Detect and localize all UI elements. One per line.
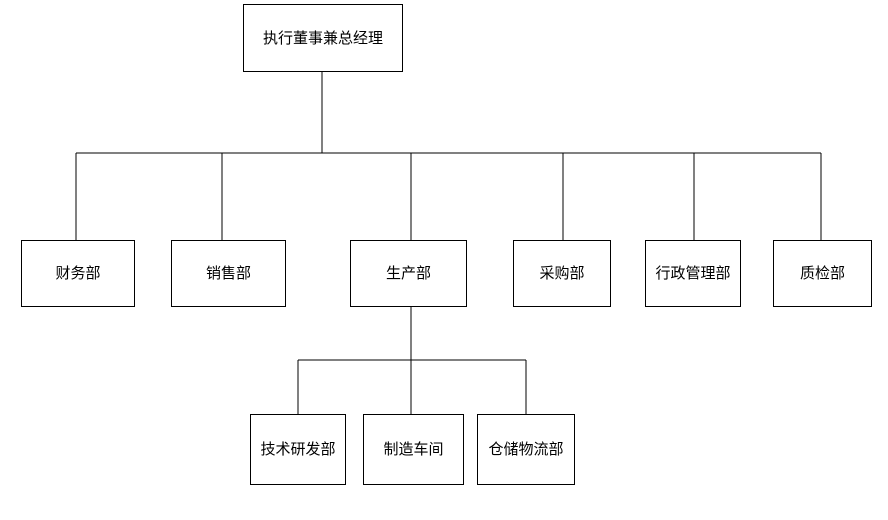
org-node-warehouse-logistics-dept[interactable]: 仓储物流部 — [477, 414, 575, 485]
org-node-tech-rnd-dept[interactable]: 技术研发部 — [250, 414, 346, 485]
org-node-quality-inspection-dept[interactable]: 质检部 — [773, 240, 872, 307]
org-node-executive-director-general-manager[interactable]: 执行董事兼总经理 — [243, 4, 403, 72]
org-node-purchasing-dept[interactable]: 采购部 — [513, 240, 611, 307]
org-node-sales-dept[interactable]: 销售部 — [171, 240, 286, 307]
org-node-administration-dept[interactable]: 行政管理部 — [645, 240, 741, 307]
org-node-finance-dept[interactable]: 财务部 — [21, 240, 135, 307]
org-node-manufacturing-workshop[interactable]: 制造车间 — [363, 414, 464, 485]
org-node-production-dept[interactable]: 生产部 — [350, 240, 467, 307]
